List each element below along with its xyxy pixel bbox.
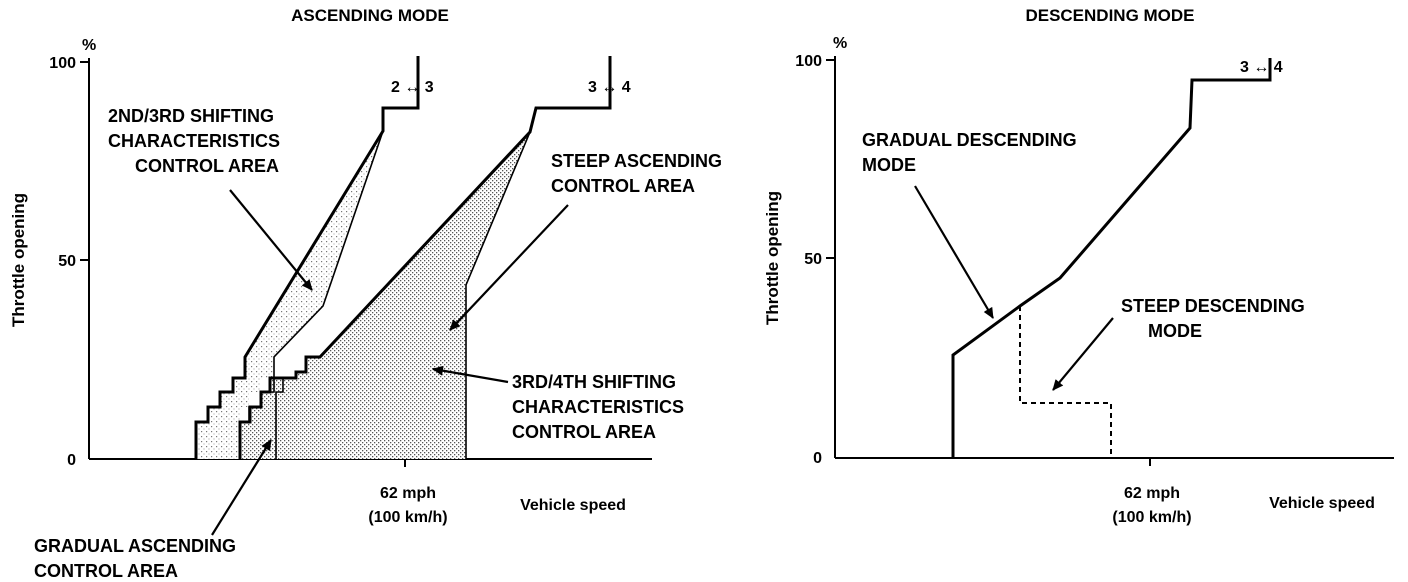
region-2nd-3rd-shifting [196, 131, 383, 459]
callout-gradual-descending-arrow [914, 185, 994, 319]
descending-x-mark-label: 62 mph [1124, 485, 1180, 502]
shift-label-2-3: 2 ↔ 3 [391, 79, 434, 96]
ascending-y-tick-label-100: 100 [49, 55, 76, 72]
shift-line-2-3-upper [194, 56, 420, 459]
descending-x-axis-label: Vehicle speed [1269, 495, 1375, 512]
callout-2nd-3rd-line3: CONTROL AREA [135, 156, 279, 176]
descending-y-tick-label-100: 100 [795, 53, 822, 70]
callout-2nd-3rd-line2: CHARACTERISTICS [108, 131, 280, 151]
ascending-title: ASCENDING MODE [291, 6, 449, 25]
shift-line-3-4-gradual [275, 356, 320, 459]
callout-2nd-3rd-line1: 2ND/3RD SHIFTING [108, 106, 274, 126]
callout-gradual-ascending-line1: GRADUAL ASCENDING [34, 536, 236, 556]
ascending-x-mark-sublabel: (100 km/h) [368, 509, 447, 526]
descending-title: DESCENDING MODE [1025, 6, 1194, 25]
shift-line-steep-descending [1019, 306, 1112, 458]
callout-2nd-3rd-arrow [229, 189, 313, 291]
callout-gradual-descending-line2: MODE [862, 155, 916, 175]
shift-line-3-4-steep [465, 131, 531, 459]
descending-y-tick-label-50: 50 [804, 251, 822, 268]
callout-3rd-4th-line1: 3RD/4TH SHIFTING [512, 372, 676, 392]
callout-steep-descending-line2: MODE [1148, 321, 1202, 341]
shift-label-3-4-descending: 3 ↔ 4 [1240, 59, 1283, 76]
ascending-y-tick-label-0: 0 [67, 452, 76, 469]
callout-steep-ascending-line1: STEEP ASCENDING [551, 151, 722, 171]
region-3rd-4th-shifting [240, 132, 530, 459]
callout-3rd-4th-line2: CHARACTERISTICS [512, 397, 684, 417]
callout-gradual-ascending-line2: CONTROL AREA [34, 561, 178, 581]
ascending-y-unit: % [82, 37, 96, 54]
ascending-x-mark-label: 62 mph [380, 485, 436, 502]
callout-gradual-descending-line1: GRADUAL DESCENDING [862, 130, 1077, 150]
callout-gradual-ascending-arrow [211, 439, 272, 536]
ascending-y-tick-label-50: 50 [58, 253, 76, 270]
shift-line-gradual-descending [951, 58, 1272, 458]
callout-steep-descending-arrow [1052, 317, 1114, 391]
descending-y-tick-label-0: 0 [813, 450, 822, 467]
descending-x-mark-sublabel: (100 km/h) [1112, 509, 1191, 526]
ascending-x-axis-label: Vehicle speed [520, 497, 626, 514]
callout-3rd-4th-arrow [432, 365, 509, 384]
descending-mode-chart: DESCENDING MODE % 100 50 0 Throttle open… [763, 6, 1394, 526]
descending-y-axis-label: Throttle opening [763, 191, 782, 325]
ascending-y-axis-label: Throttle opening [9, 193, 28, 327]
callout-3rd-4th-line3: CONTROL AREA [512, 422, 656, 442]
descending-y-unit: % [833, 35, 847, 52]
callout-steep-descending-line1: STEEP DESCENDING [1121, 296, 1305, 316]
callout-steep-ascending-arrow [449, 204, 569, 331]
shift-label-3-4: 3 ↔ 4 [588, 79, 631, 96]
ascending-mode-chart: ASCENDING MODE % 100 50 0 Throttle openi… [9, 6, 722, 581]
callout-steep-ascending-line2: CONTROL AREA [551, 176, 695, 196]
